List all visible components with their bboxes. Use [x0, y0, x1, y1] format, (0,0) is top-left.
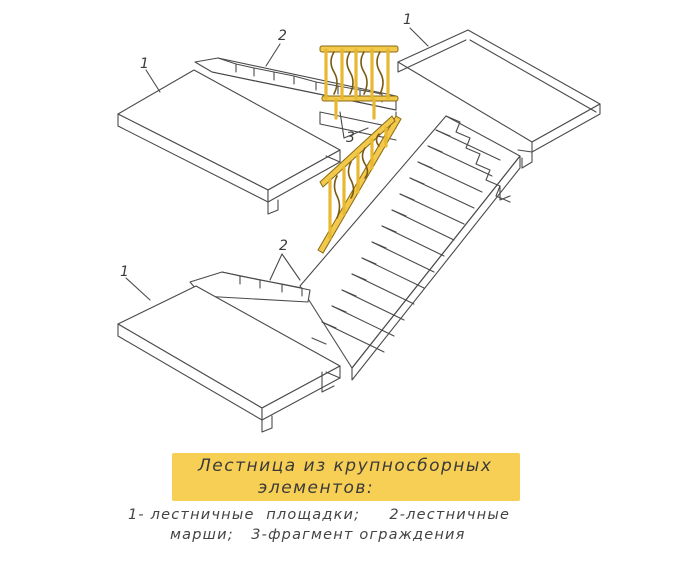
landing-top-left [117, 69, 341, 215]
callout-flight-upper: 2 [278, 28, 287, 44]
callout-landing-top-left: 1 [140, 56, 149, 72]
railing-upper [319, 45, 399, 120]
landing-bottom-left [117, 285, 341, 433]
flight-lower [189, 271, 311, 303]
landing-top-right [397, 29, 601, 169]
callout-leaders [125, 27, 429, 301]
caption-title-line2: элементов: [258, 478, 375, 498]
flight-main [299, 115, 521, 381]
caption-title-line1: Лестница из крупносборных [198, 456, 493, 476]
callout-flight-lower: 2 [279, 238, 288, 254]
callout-railing: 3 [346, 130, 355, 146]
callout-landing-top-right: 1 [403, 12, 412, 28]
legend-line1: 1- лестничные площадки; 2-лестничные [128, 507, 511, 523]
railing-diagonal [317, 115, 402, 254]
callout-landing-bottom-left: 1 [120, 264, 129, 280]
legend-line2: марши; 3-фрагмент ограждения [170, 527, 466, 543]
caption-highlight [172, 453, 520, 501]
